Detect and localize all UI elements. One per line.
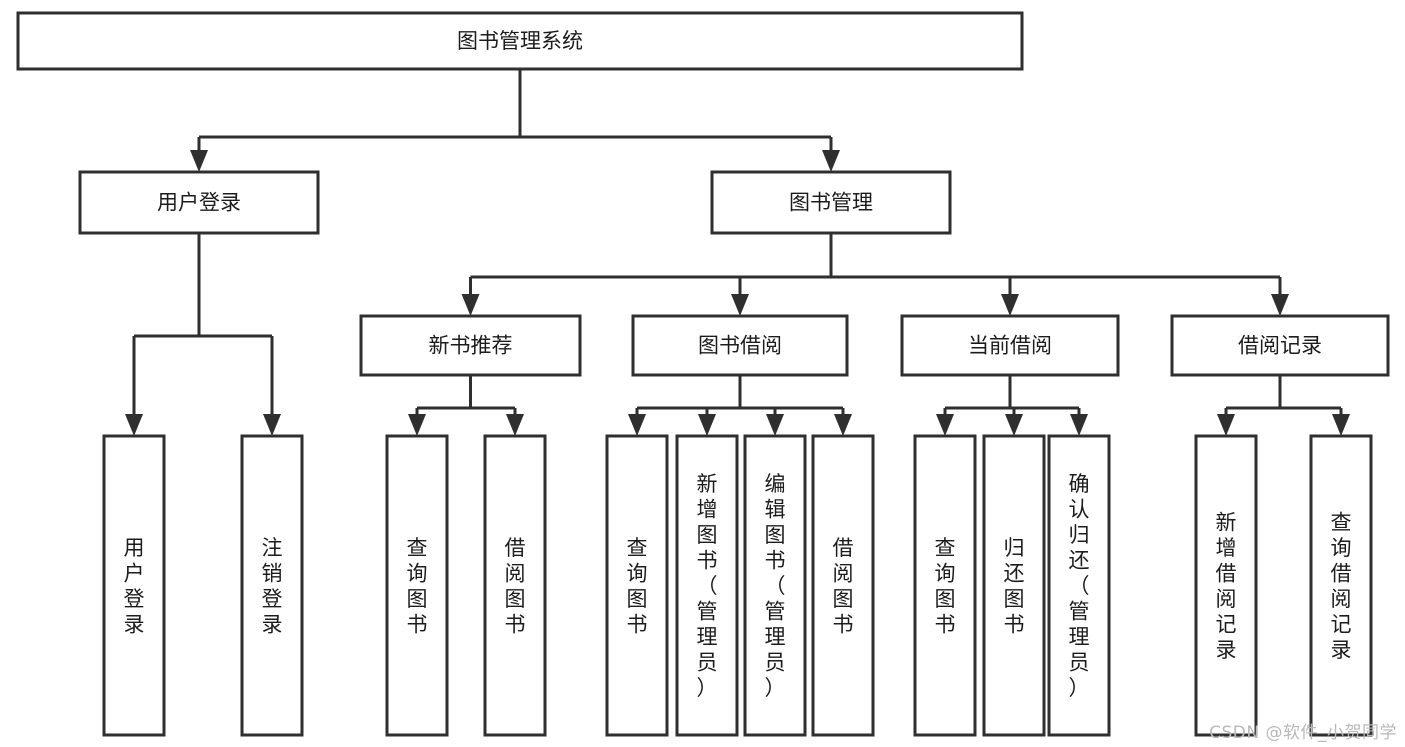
- node-label: 借阅记录: [1238, 334, 1322, 358]
- leaf-arrow-3-1-arrow-head: [1005, 414, 1023, 436]
- node-leaf[interactable]: 查询图书: [913, 434, 977, 737]
- node-label: 图书管理系统: [457, 29, 583, 53]
- node-box[interactable]: [240, 434, 304, 737]
- node-box[interactable]: [102, 434, 166, 737]
- node-box[interactable]: [743, 434, 807, 737]
- leaf-arrow-0-1-arrow-head: [263, 414, 281, 436]
- node-label: 用户登录: [124, 536, 145, 637]
- node-leaf[interactable]: 编辑图书（管理员）: [743, 434, 807, 737]
- node-box[interactable]: [1194, 434, 1258, 737]
- node-leaf[interactable]: 注销登录: [240, 434, 304, 737]
- node-root[interactable]: 图书管理系统: [16, 11, 1024, 71]
- leaf-arrow-4-1-arrow-head: [1332, 414, 1350, 436]
- node-box[interactable]: [982, 434, 1046, 737]
- node-leaf[interactable]: 查询借阅记录: [1309, 434, 1373, 737]
- node-box[interactable]: [385, 434, 449, 737]
- leaf-arrow-1-0-arrow-head: [408, 414, 426, 436]
- node-layer: 图书管理系统用户登录图书管理新书推荐图书借阅当前借阅借阅记录用户登录注销登录查询…: [16, 11, 1390, 737]
- leaf-arrow-2-2-arrow-head: [766, 414, 784, 436]
- node-label: 用户登录: [157, 191, 241, 215]
- node-box[interactable]: [710, 170, 952, 235]
- mgmt-to-child-0-arrow-head: [461, 294, 480, 316]
- root-to-child-1-arrow-head: [822, 150, 840, 172]
- leaf-arrow-2-0-arrow-head: [628, 414, 646, 436]
- node-level2[interactable]: 图书借阅: [631, 314, 849, 377]
- node-box[interactable]: [900, 314, 1120, 377]
- node-label: 查询图书: [627, 536, 648, 637]
- node-label: 当前借阅: [968, 334, 1052, 358]
- leaf-arrow-2-3-arrow-head: [834, 414, 852, 436]
- connector-layer: [125, 69, 1350, 436]
- node-box[interactable]: [1047, 434, 1111, 737]
- node-label: 归还图书: [1004, 536, 1025, 637]
- root-to-child-0-arrow-head: [190, 150, 208, 172]
- node-label: 借阅图书: [833, 536, 854, 637]
- node-label: 图书管理: [789, 191, 873, 215]
- node-leaf[interactable]: 借阅图书: [811, 434, 875, 737]
- node-leaf[interactable]: 新增借阅记录: [1194, 434, 1258, 737]
- node-label: 查询图书: [407, 536, 428, 637]
- node-leaf[interactable]: 借阅图书: [483, 434, 547, 737]
- node-label: 查询借阅记录: [1331, 510, 1352, 662]
- node-leaf[interactable]: 查询图书: [385, 434, 449, 737]
- node-box[interactable]: [1170, 314, 1390, 377]
- node-box[interactable]: [1309, 434, 1373, 737]
- node-box[interactable]: [811, 434, 875, 737]
- node-label: 查询图书: [935, 536, 956, 637]
- node-level1[interactable]: 用户登录: [78, 170, 320, 235]
- node-label: 新增借阅记录: [1216, 510, 1237, 662]
- node-label: 编辑图书（管理员）: [765, 472, 786, 700]
- node-label: 新增图书（管理员）: [697, 472, 718, 700]
- node-level2[interactable]: 新书推荐: [359, 314, 582, 377]
- node-level1[interactable]: 图书管理: [710, 170, 952, 235]
- node-label: 借阅图书: [505, 536, 526, 637]
- mgmt-to-child-3-arrow-head: [1271, 294, 1289, 316]
- node-label: 图书借阅: [698, 334, 782, 358]
- node-leaf[interactable]: 归还图书: [982, 434, 1046, 737]
- node-box[interactable]: [631, 314, 849, 377]
- leaf-arrow-3-2-arrow-head: [1070, 414, 1088, 436]
- node-box[interactable]: [359, 314, 582, 377]
- node-leaf[interactable]: 查询图书: [605, 434, 669, 737]
- node-leaf[interactable]: 确认归还（管理员）: [1047, 434, 1111, 737]
- node-level2[interactable]: 当前借阅: [900, 314, 1120, 377]
- leaf-arrow-4-0-arrow-head: [1217, 414, 1235, 436]
- node-label: 确认归还（管理员）: [1069, 472, 1090, 700]
- csdn-watermark: CSDN @软件_小贺同学: [1209, 723, 1397, 743]
- node-leaf[interactable]: 用户登录: [102, 434, 166, 737]
- node-leaf[interactable]: 新增图书（管理员）: [675, 434, 739, 737]
- node-box[interactable]: [605, 434, 669, 737]
- leaf-arrow-2-1-arrow-head: [698, 414, 716, 436]
- leaf-arrow-0-0-arrow-head: [125, 414, 143, 436]
- node-label: 新书推荐: [429, 334, 513, 358]
- node-box[interactable]: [16, 11, 1024, 71]
- node-label: 注销登录: [262, 536, 283, 637]
- mgmt-to-child-1-arrow-head: [731, 294, 749, 316]
- node-box[interactable]: [483, 434, 547, 737]
- node-level2[interactable]: 借阅记录: [1170, 314, 1390, 377]
- mgmt-to-child-2-arrow-head: [1001, 294, 1019, 316]
- node-box[interactable]: [675, 434, 739, 737]
- leaf-arrow-1-1-arrow-head: [506, 414, 524, 436]
- node-box[interactable]: [78, 170, 320, 235]
- leaf-arrow-3-0-arrow-head: [936, 414, 954, 436]
- node-box[interactable]: [913, 434, 977, 737]
